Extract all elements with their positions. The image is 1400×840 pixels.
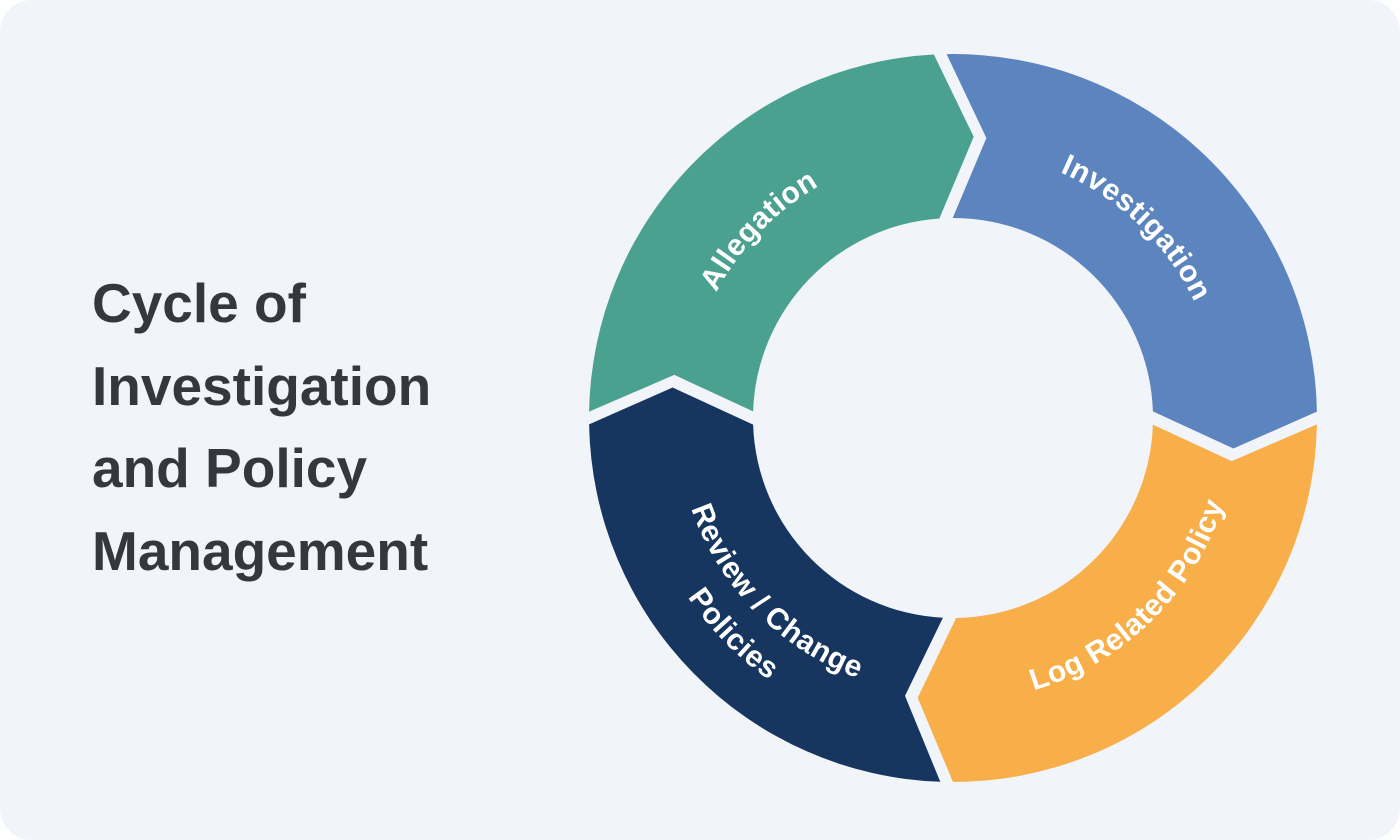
title-line-3: and Policy — [92, 437, 368, 499]
segment-allegation — [589, 54, 974, 412]
title-line-4: Management — [92, 519, 429, 582]
title-line-1: Cycle of — [92, 272, 306, 334]
segment-review-change-policies — [589, 387, 943, 782]
segment-log-related-policy — [917, 424, 1317, 782]
page-title: Cycle of Investigation and Policy Manage… — [92, 262, 562, 592]
segment-investigation — [946, 54, 1317, 449]
title-line-2: Investigation — [92, 354, 432, 417]
